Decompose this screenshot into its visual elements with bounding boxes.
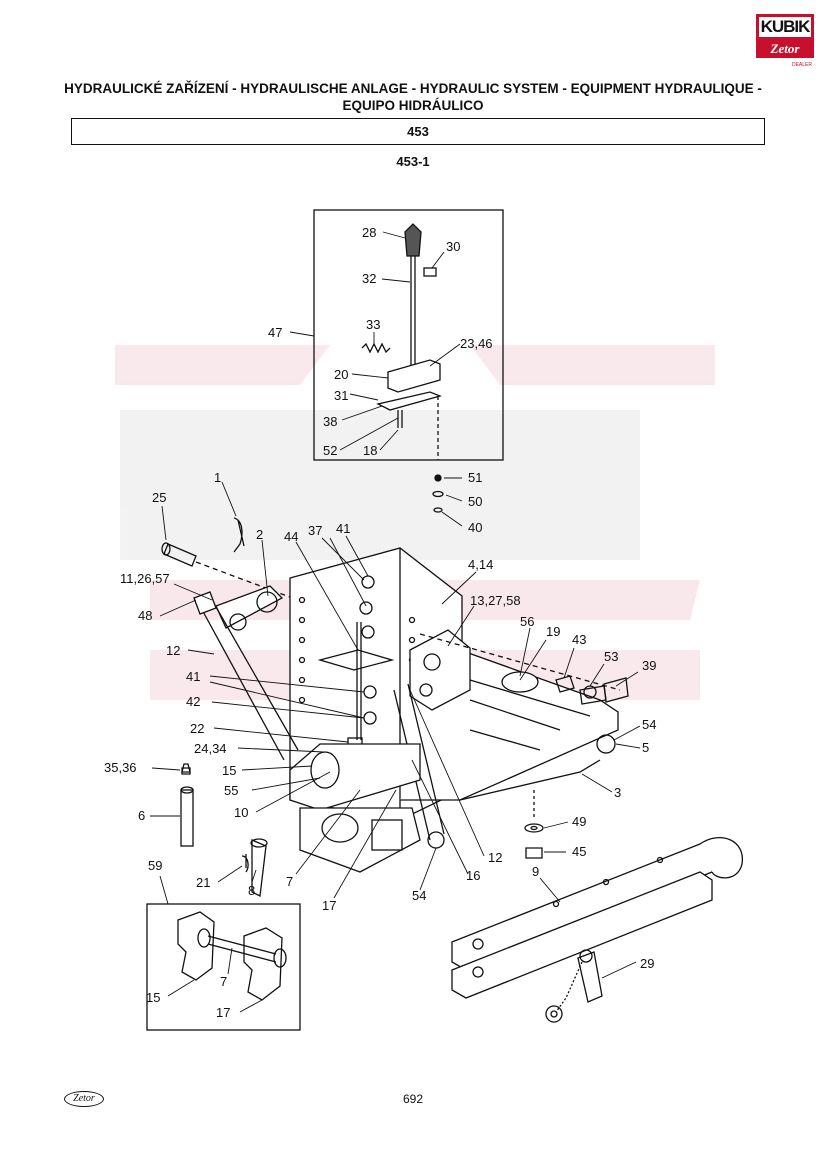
bracket-20 bbox=[387, 359, 441, 393]
part-labels: 28 30 32 33 47 23,46 20 31 38 52 18 51 5… bbox=[104, 225, 656, 1020]
label-13-27-58: 13,27,58 bbox=[470, 593, 521, 608]
label-6: 6 bbox=[138, 808, 145, 823]
label-19: 19 bbox=[546, 624, 560, 639]
hook-inset-frame bbox=[146, 903, 301, 1031]
label-32: 32 bbox=[362, 271, 376, 286]
valve-inset-frame bbox=[313, 209, 504, 461]
page-number: 692 bbox=[402, 1092, 424, 1106]
label-16: 16 bbox=[466, 868, 480, 883]
label-49: 49 bbox=[572, 814, 586, 829]
label-11-26-57: 11,26,57 bbox=[120, 571, 170, 586]
page-title: HYDRAULICKÉ ZAŘÍZENÍ - HYDRAULISCHE ANLA… bbox=[40, 80, 786, 114]
lever-knob bbox=[404, 223, 422, 257]
label-2: 2 bbox=[256, 527, 263, 542]
label-12-right: 12 bbox=[488, 850, 502, 865]
label-35-36: 35,36 bbox=[104, 760, 137, 775]
label-38: 38 bbox=[323, 414, 337, 429]
label-37: 37 bbox=[308, 523, 322, 538]
label-10: 10 bbox=[234, 805, 248, 820]
title-line-2: EQUIPO HIDRÁULICO bbox=[342, 98, 484, 113]
label-23-46: 23,46 bbox=[460, 336, 493, 351]
kubik-zetor-logo: KUBIK Zetor DEALER bbox=[756, 14, 814, 68]
label-25: 25 bbox=[152, 490, 166, 505]
label-12-left: 12 bbox=[166, 643, 180, 658]
label-8: 8 bbox=[248, 883, 255, 898]
label-18: 18 bbox=[363, 443, 377, 458]
label-7-main: 7 bbox=[286, 874, 293, 889]
label-5: 5 bbox=[642, 740, 649, 755]
footer-zetor-logo: Zetor bbox=[64, 1091, 104, 1107]
label-20: 20 bbox=[334, 367, 348, 382]
label-59: 59 bbox=[148, 858, 162, 873]
label-52: 52 bbox=[323, 443, 337, 458]
label-41-top: 41 bbox=[336, 521, 350, 536]
label-55: 55 bbox=[224, 783, 238, 798]
label-21: 21 bbox=[196, 875, 210, 890]
plate-38 bbox=[376, 391, 443, 411]
label-15-main: 15 bbox=[222, 763, 236, 778]
label-44: 44 bbox=[284, 529, 298, 544]
label-31: 31 bbox=[334, 388, 348, 403]
label-7-inset: 7 bbox=[220, 974, 227, 989]
label-33: 33 bbox=[366, 317, 380, 332]
label-1: 1 bbox=[214, 470, 221, 485]
label-28: 28 bbox=[362, 225, 376, 240]
group-code-box: 453 bbox=[71, 118, 765, 145]
label-56: 56 bbox=[520, 614, 534, 629]
label-54-bottom: 54 bbox=[412, 888, 426, 903]
label-39: 39 bbox=[642, 658, 656, 673]
label-51: 51 bbox=[468, 470, 482, 485]
title-line-1: HYDRAULICKÉ ZAŘÍZENÍ - HYDRAULISCHE ANLA… bbox=[64, 81, 762, 96]
logo-zetor-text: Zetor bbox=[756, 40, 814, 58]
label-53: 53 bbox=[604, 649, 618, 664]
label-42: 42 bbox=[186, 694, 200, 709]
label-54-right: 54 bbox=[642, 717, 656, 732]
figure-code: 453-1 bbox=[396, 154, 430, 169]
label-45: 45 bbox=[572, 844, 586, 859]
watermark bbox=[115, 345, 715, 700]
label-22: 22 bbox=[190, 721, 204, 736]
leader-lines bbox=[150, 231, 641, 1013]
diagram-linework bbox=[146, 209, 743, 1031]
label-43: 43 bbox=[572, 632, 586, 647]
tag-30 bbox=[423, 267, 437, 277]
label-3: 3 bbox=[614, 785, 621, 800]
label-50: 50 bbox=[468, 494, 482, 509]
label-4-14: 4,14 bbox=[468, 557, 493, 572]
label-30: 30 bbox=[446, 239, 460, 254]
label-17-inset: 17 bbox=[216, 1005, 230, 1020]
label-47: 47 bbox=[268, 325, 282, 340]
label-17-main: 17 bbox=[322, 898, 336, 913]
label-40: 40 bbox=[468, 520, 482, 535]
logo-dealer-text: DEALER bbox=[791, 62, 812, 68]
label-41-mid: 41 bbox=[186, 669, 200, 684]
spring-33 bbox=[361, 342, 391, 354]
label-9: 9 bbox=[532, 864, 539, 879]
label-15-inset: 15 bbox=[146, 990, 160, 1005]
label-29: 29 bbox=[640, 956, 654, 971]
label-48: 48 bbox=[138, 608, 152, 623]
logo-kubik-text: KUBIK bbox=[756, 14, 814, 40]
label-24-34: 24,34 bbox=[194, 741, 227, 756]
